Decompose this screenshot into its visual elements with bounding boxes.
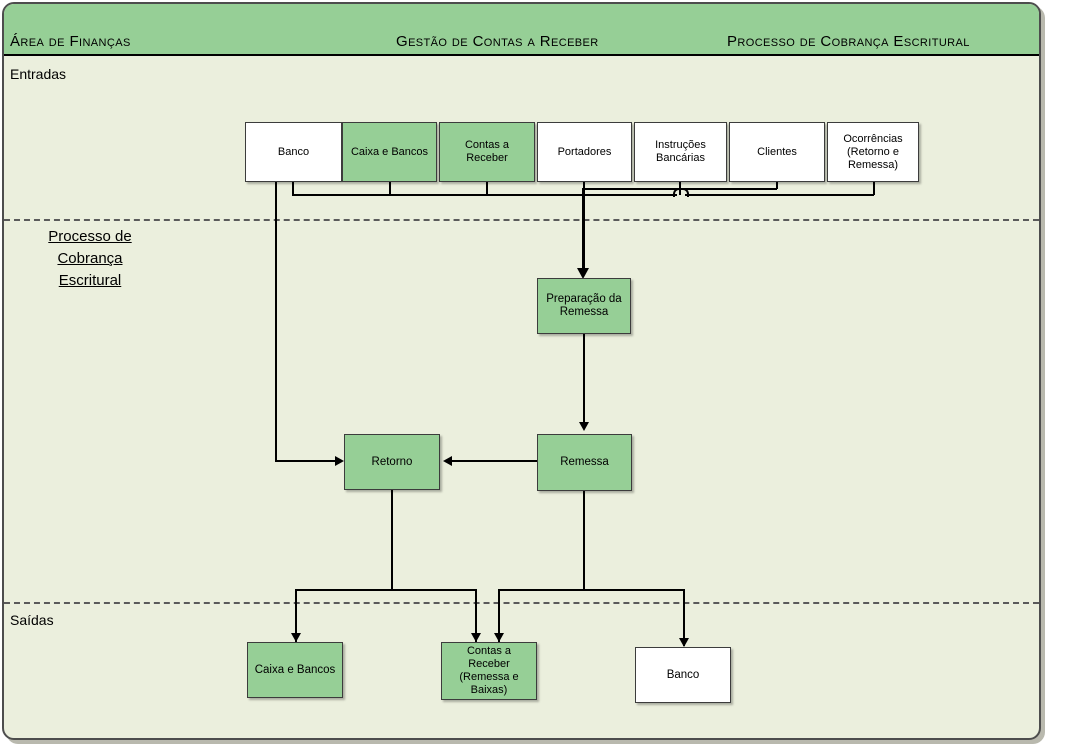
edge-remessa-to-retorno-arrowhead	[443, 456, 452, 466]
edge-banco-to-retorno-arrowhead	[335, 456, 344, 466]
node-output-contas-a-receber[interactable]: Contas a Receber (Remessa e Baixas)	[441, 642, 537, 700]
edge-remessa-to-banco-arrowhead	[679, 638, 689, 647]
edge-retorno-drop	[391, 490, 393, 590]
node-process-retorno[interactable]: Retorno	[344, 434, 440, 490]
lane-label-outputs: Saídas	[10, 612, 54, 628]
node-input-caixa-e-bancos[interactable]: Caixa e Bancos	[342, 122, 437, 182]
header-process-title: Processo de Cobrança Escritural	[727, 33, 970, 50]
lane-divider-inputs-process	[4, 219, 1039, 221]
edge-preparacao-to-remessa-arrowhead	[579, 422, 589, 431]
edge-preparacao-to-remessa	[583, 334, 585, 425]
edge-clientes-drop	[776, 182, 778, 189]
header-area-title: Área de Finanças	[10, 33, 131, 50]
node-process-preparacao-da-remessa[interactable]: Preparação da Remessa	[537, 278, 631, 334]
edge-portadores-drop	[583, 182, 585, 189]
node-input-portadores[interactable]: Portadores	[537, 122, 632, 182]
edge-contas-drop	[486, 182, 488, 195]
edge-bus-left	[292, 194, 677, 196]
edge-retorno-to-contas-arrowhead	[471, 633, 481, 642]
node-input-contas-a-receber[interactable]: Contas a Receber	[439, 122, 535, 182]
lane-label-inputs: Entradas	[10, 66, 67, 82]
node-input-banco[interactable]: Banco	[245, 122, 342, 182]
lane-label-process-line-3: Escritural	[58, 272, 122, 289]
edge-bus-right	[685, 194, 874, 196]
header-process-group-title: Gestão de Contas a Receber	[396, 33, 599, 50]
diagram-frame: Área de Finanças Gestão de Contas a Rece…	[2, 2, 1041, 740]
edge-retorno-split-bar	[295, 589, 476, 591]
lane-label-process: Processo de Cobrança Escritural	[10, 226, 170, 292]
lane-divider-process-outputs	[4, 602, 1039, 604]
edge-remessa-split-bar	[498, 589, 684, 591]
edge-remessa-drop	[583, 491, 585, 590]
node-input-clientes[interactable]: Clientes	[729, 122, 825, 182]
node-output-banco[interactable]: Banco	[635, 647, 731, 703]
node-process-remessa[interactable]: Remessa	[537, 434, 632, 491]
edge-retorno-to-caixa	[295, 589, 297, 642]
node-output-caixa-e-bancos[interactable]: Caixa e Bancos	[247, 642, 343, 698]
edge-remessa-to-retorno	[452, 460, 537, 462]
edge-ocorrencias-drop	[873, 182, 875, 195]
node-input-ocorrencias[interactable]: Ocorrências (Retorno e Remessa)	[827, 122, 919, 182]
edge-retorno-to-contas	[475, 589, 477, 642]
edge-bus-to-preparacao	[582, 188, 585, 274]
edge-remessa-to-contas	[498, 589, 500, 642]
edge-remessa-to-contas-arrowhead	[494, 633, 504, 642]
node-input-instrucoes-bancarias[interactable]: Instruções Bancárias	[634, 122, 727, 182]
header-band: Área de Finanças Gestão de Contas a Rece…	[4, 4, 1039, 56]
lane-label-process-line-2: Cobrança	[57, 250, 123, 267]
edge-bus-to-preparacao-arrowhead	[577, 268, 589, 279]
lane-label-process-line-1: Processo de	[48, 228, 132, 245]
edge-remessa-to-banco	[683, 589, 685, 646]
edge-banco-to-retorno-horizontal	[275, 460, 337, 462]
edge-bus-line-hop	[673, 188, 689, 197]
edge-caixa-drop	[389, 182, 391, 195]
edge-banco-drop-long	[275, 182, 277, 461]
edge-banco-drop-to-bus	[292, 182, 294, 195]
edge-retorno-to-caixa-arrowhead	[291, 633, 301, 642]
